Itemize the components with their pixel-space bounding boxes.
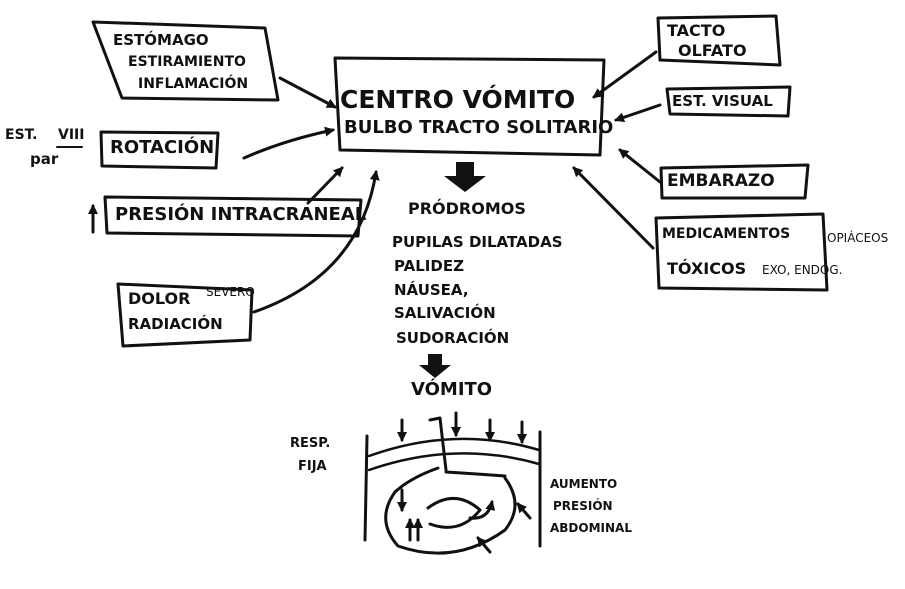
prodromos-item: Pupilas dilatadas bbox=[392, 233, 563, 251]
severo-label: severo bbox=[206, 285, 255, 299]
center-title: Centro Vómito bbox=[340, 85, 576, 114]
arrow-estvisual bbox=[614, 103, 662, 123]
aumento-label: Aumento bbox=[550, 477, 618, 491]
estomago-box bbox=[91, 20, 280, 102]
medicamentos-label: Medicamentos bbox=[662, 226, 791, 242]
center-box bbox=[333, 56, 606, 157]
prodromos-item: Palidez bbox=[394, 257, 464, 275]
olfato-label: Olfato bbox=[678, 41, 747, 60]
est-visual-label: Est. Visual bbox=[672, 92, 773, 110]
arrow-presion bbox=[306, 166, 344, 205]
estomago-label: Estómago bbox=[113, 31, 209, 49]
center-subtitle: Bulbo Tracto Solitario bbox=[344, 117, 614, 138]
arrow-medicamentos bbox=[572, 166, 655, 250]
down-arrow-prodromos bbox=[419, 354, 451, 378]
prodromos-item: Náusea, bbox=[394, 281, 469, 299]
inflamacion-label: Inflamación bbox=[138, 76, 249, 92]
par-label: par bbox=[30, 150, 59, 168]
arrow-tacto bbox=[592, 50, 658, 99]
presion-box bbox=[103, 195, 363, 238]
tacto-label: Tacto bbox=[667, 21, 726, 40]
down-arrow-center bbox=[444, 162, 486, 192]
exo-endog-label: Exo, Endog. bbox=[762, 263, 843, 277]
prodromos-title: Pródromos bbox=[408, 199, 526, 218]
vomito-label: Vómito bbox=[411, 379, 493, 400]
estiramiento-label: Estiramiento bbox=[128, 54, 246, 70]
fija-label: Fija bbox=[298, 459, 327, 474]
viii-label: VIII bbox=[58, 127, 85, 143]
embarazo-label: Embarazo bbox=[667, 171, 775, 191]
rotacion-label: Rotación bbox=[110, 137, 215, 158]
arrow-estomago bbox=[278, 76, 337, 109]
resp-label: Resp. bbox=[290, 436, 331, 451]
opiaceos-label: opiáceos bbox=[827, 231, 889, 245]
medicamentos-box bbox=[654, 212, 829, 292]
embarazo-box bbox=[659, 163, 810, 200]
presion-label: Presión bbox=[553, 499, 613, 513]
est-label: Est. bbox=[5, 127, 38, 143]
arrow-dolor bbox=[252, 170, 380, 314]
abdominal-label: Abdominal bbox=[550, 521, 632, 535]
stomach-drawing bbox=[363, 416, 542, 555]
prodromos-item: Salivación bbox=[394, 304, 496, 322]
dolor-box bbox=[116, 282, 254, 348]
arrow-embarazo bbox=[618, 148, 662, 184]
dolor-label: Dolor bbox=[128, 289, 191, 308]
estvisual-box bbox=[665, 85, 792, 118]
toxicos-label: Tóxicos bbox=[667, 259, 747, 278]
stomach-arrows bbox=[397, 411, 532, 554]
tacto-box bbox=[656, 14, 782, 67]
rotacion-box bbox=[99, 130, 220, 170]
presion-intracraneal-label: Presión Intracraneal bbox=[115, 204, 367, 225]
arrow-rotacion bbox=[242, 126, 335, 160]
prodromos-item: Sudoración bbox=[396, 329, 510, 347]
radiacion-label: Radiación bbox=[128, 315, 223, 333]
